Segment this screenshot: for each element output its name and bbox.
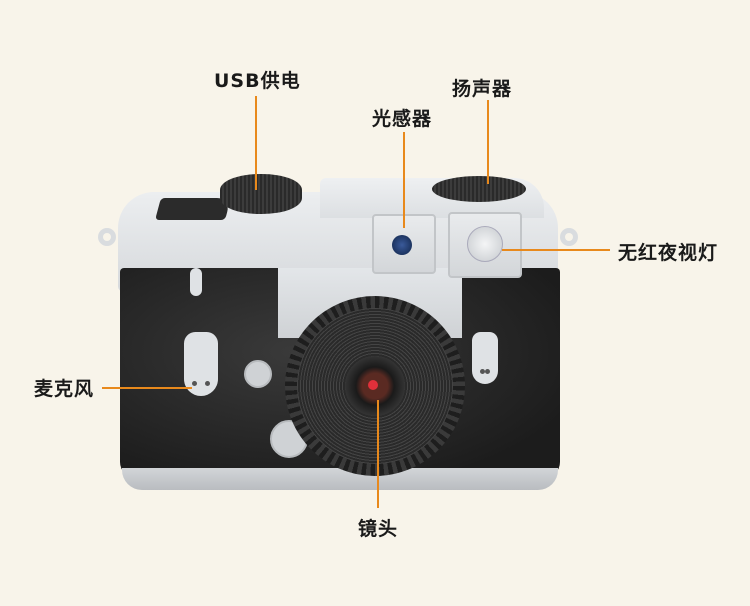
callout-line-light-sensor — [403, 132, 405, 228]
camera-bottom-rim — [122, 468, 558, 490]
speaker-grille — [432, 176, 526, 202]
callout-line-ir-night-light — [502, 249, 610, 251]
camera-lever — [155, 198, 231, 220]
callout-line-microphone — [102, 387, 192, 389]
camera-front-pin — [190, 268, 202, 296]
label-ir-night-light: 无红夜视灯 — [618, 242, 719, 264]
label-light-sensor: 光感器 — [372, 108, 433, 130]
camera-knob — [244, 360, 272, 388]
strap-mount-right — [472, 332, 498, 384]
ir-light-icon — [467, 226, 503, 262]
callout-line-usb-power — [255, 96, 257, 190]
label-microphone: 麦克风 — [34, 378, 95, 400]
callout-line-lens — [377, 400, 379, 508]
microphone-mount-left — [184, 332, 218, 396]
callout-line-speaker — [487, 100, 489, 184]
light-sensor-icon — [392, 235, 412, 255]
label-lens: 镜头 — [358, 518, 399, 540]
strap-lug-left — [98, 228, 116, 246]
usb-dial — [220, 174, 302, 214]
label-speaker: 扬声器 — [452, 78, 513, 100]
lens-red-dot — [368, 380, 378, 390]
strap-lug-right — [560, 228, 578, 246]
label-usb-power: USB供电 — [214, 70, 301, 92]
